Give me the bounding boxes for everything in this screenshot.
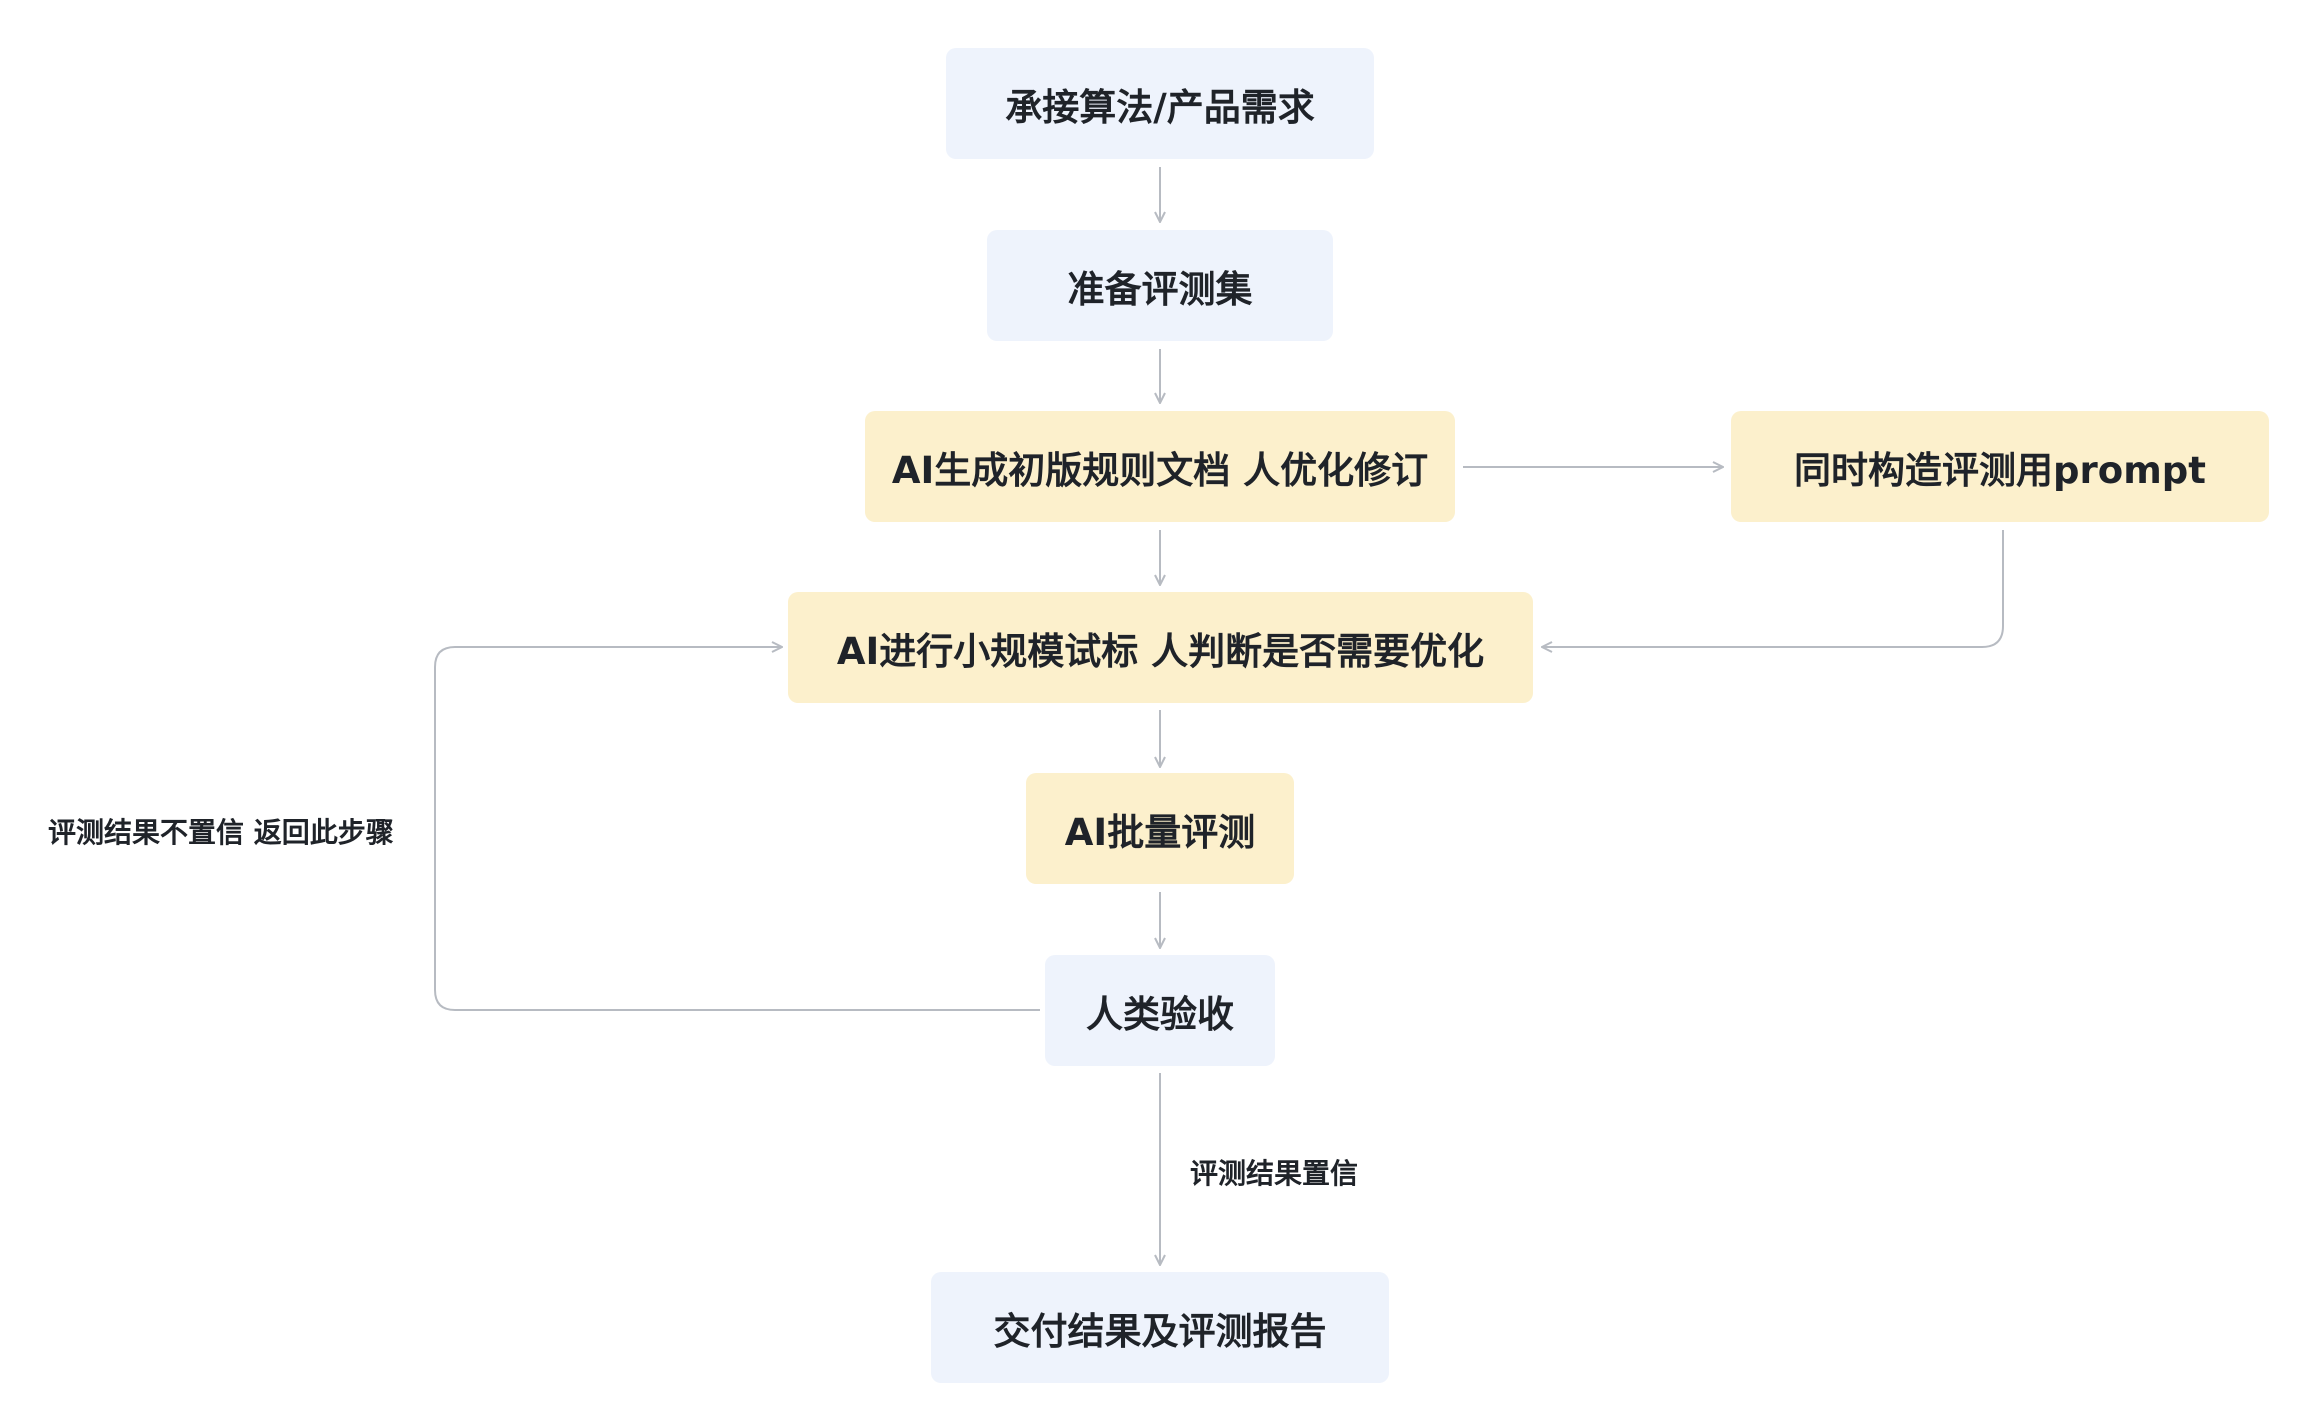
node-prepare-dataset-label: 准备评测集 (1067, 267, 1253, 311)
edge-n7-n5-loop (434, 647, 1040, 1011)
node-build-prompt: 同时构造评测用prompt (1731, 411, 2269, 522)
node-ai-batch-eval-label: AI批量评测 (1064, 810, 1256, 854)
node-ai-pilot-labeling: AI进行小规模试标 人判断是否需要优化 (788, 592, 1533, 703)
edge-n4-n5 (1542, 530, 2004, 647)
node-prepare-dataset: 准备评测集 (987, 230, 1333, 341)
node-ai-draft-rules-label: AI生成初版规则文档 人优化修订 (891, 448, 1429, 492)
node-ai-draft-rules: AI生成初版规则文档 人优化修订 (865, 411, 1455, 522)
node-ai-pilot-labeling-label: AI进行小规模试标 人判断是否需要优化 (836, 629, 1485, 673)
node-deliver-report-label: 交付结果及评测报告 (993, 1309, 1327, 1353)
node-deliver-report: 交付结果及评测报告 (931, 1272, 1389, 1383)
node-requirements-label: 承接算法/产品需求 (1005, 85, 1315, 129)
node-human-acceptance-label: 人类验收 (1086, 992, 1234, 1036)
edge-label-not-trusted: 评测结果不置信 返回此步骤 (48, 816, 394, 849)
edge-label-trusted: 评测结果置信 (1190, 1157, 1359, 1190)
node-human-acceptance: 人类验收 (1045, 955, 1275, 1066)
node-requirements: 承接算法/产品需求 (946, 48, 1374, 159)
node-ai-batch-eval: AI批量评测 (1026, 773, 1294, 884)
node-build-prompt-label: 同时构造评测用prompt (1794, 448, 2206, 492)
